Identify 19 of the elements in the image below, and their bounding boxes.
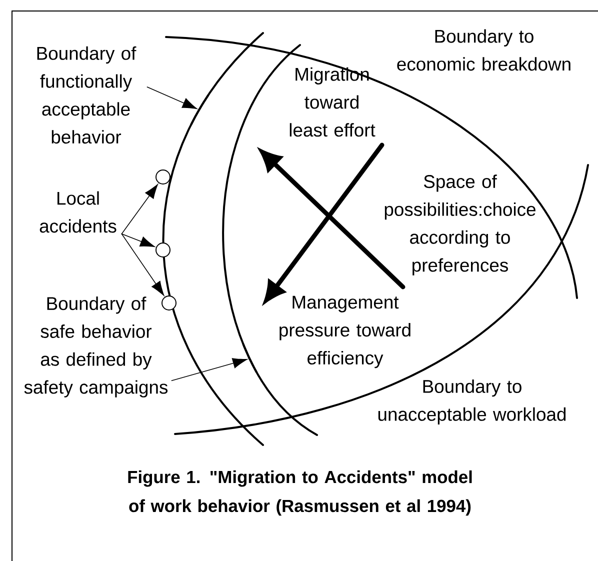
label-text: Boundary to unacceptable workload	[378, 379, 566, 425]
leader-line	[171, 358, 248, 382]
accident-circle	[156, 242, 170, 258]
label-text: Space of possibilities:choice according to preferences	[384, 174, 536, 276]
leader-line	[146, 86, 198, 110]
label-text: Boundary to economic breakdown	[397, 29, 570, 71]
leader-line	[121, 184, 158, 234]
boundary-segment	[242, 343, 258, 374]
figure-caption: Figure 1. "Migration to Accidents" model of work behavior (Rasmussen et al 1994)	[128, 470, 472, 516]
accident-circle	[162, 296, 176, 310]
leader-line	[121, 234, 155, 248]
label-text: Management pressure toward efficiency	[280, 296, 410, 368]
accident-circle	[156, 170, 170, 184]
boundary-segment	[190, 94, 210, 126]
label-text: Boundary of functionally acceptable behavior	[37, 46, 136, 144]
label-text: Boundary of safe behavior as defined by safety campaigns	[24, 296, 168, 398]
label-text: Migration toward least effort	[290, 67, 376, 137]
label-text: Local accidents	[40, 191, 116, 233]
leader-line	[121, 234, 164, 296]
